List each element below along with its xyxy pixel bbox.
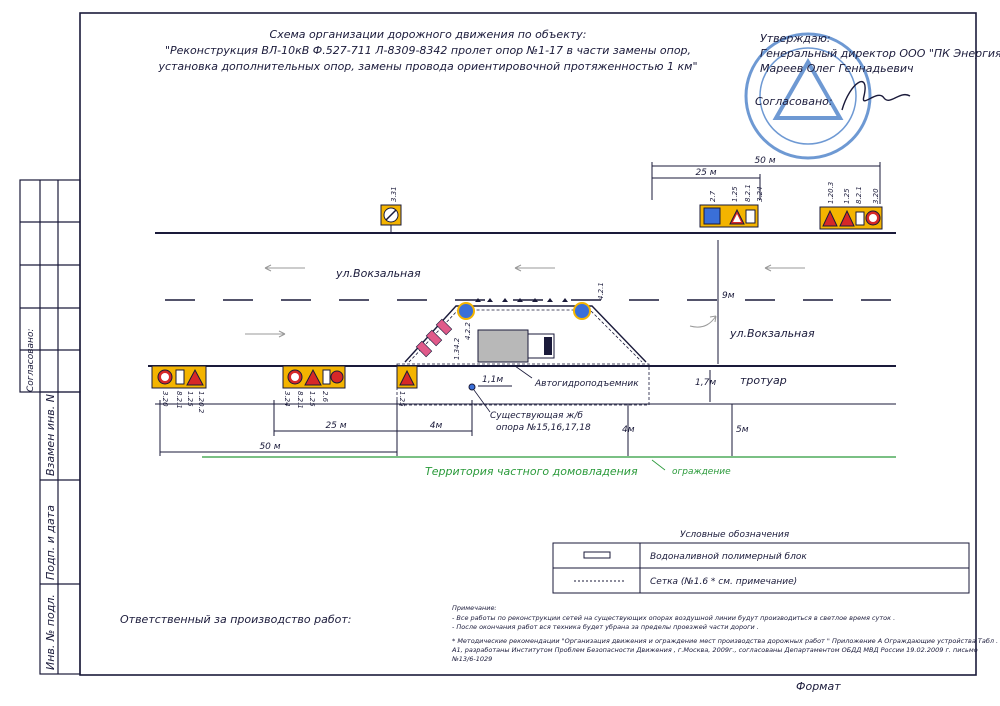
- notes-line1: - Все работы по реконструкции сетей на с…: [452, 614, 895, 622]
- header-line3: установка дополнительных опор, замены пр…: [157, 60, 697, 73]
- label-2-6: 2.6: [321, 391, 329, 403]
- label-4-2-2: 4.2.2: [464, 322, 472, 340]
- direction-arrows: [245, 264, 805, 338]
- label-1-34-2: 1.34.2: [453, 337, 461, 360]
- dim-50-top: 50 м: [754, 156, 775, 166]
- fence-label: ограждение: [672, 467, 731, 477]
- sign-group-bottom-1: [151, 365, 207, 389]
- legend-item-1: Водоналивной полимерный блок: [650, 552, 807, 562]
- dim-25-bottom: 25 м: [325, 421, 346, 431]
- label-3-31: 3.31: [390, 186, 398, 202]
- dim-50-bottom: 50 м: [259, 442, 280, 452]
- approved-label: Утверждаю:: [760, 32, 831, 45]
- water-barriers: [415, 318, 453, 358]
- responsible-label: Ответственный за производство работ:: [120, 613, 351, 626]
- label-8-2-1-bot2: 8.2.1: [296, 391, 304, 409]
- dim-4-right: 4м: [622, 425, 635, 435]
- side-stamp: [19, 179, 81, 675]
- dim-lines-top: [651, 162, 881, 364]
- dim-1-1: 1,1м: [482, 375, 503, 385]
- label-2-7: 2.7: [709, 190, 717, 202]
- legend-title: Условные обозначения: [680, 530, 790, 540]
- label-8-2-1-top1: 8.2.1: [744, 184, 752, 202]
- truck-label: Автогидроподъемник: [534, 379, 639, 389]
- label-1-25-top1: 1.25: [731, 186, 739, 202]
- dim-9: 9м: [722, 291, 735, 301]
- legend-table: [552, 542, 970, 594]
- dim-lines-bottom: [159, 370, 733, 456]
- notes-line4: А1, разработаны Институтом Проблем Безоп…: [451, 646, 978, 654]
- truck-body: [477, 329, 529, 363]
- label-1-20-3: 1.20.3: [827, 182, 835, 204]
- side-cell-replace: Взамен инв. N: [44, 394, 57, 476]
- notes-line3: * Методические рекомендации "Организация…: [452, 637, 998, 645]
- notes-title: Примечание:: [452, 604, 497, 612]
- label-1-25-single: 1.25: [398, 391, 406, 407]
- sign-bottom-single: [396, 365, 418, 389]
- label-1-25-bot1: 1.25: [186, 391, 194, 407]
- approval-position: Генеральный директор ООО "ПК Энергия": [760, 47, 1000, 60]
- sign-group-bottom-2: [282, 365, 346, 389]
- street-name-side: ул.Вокзальная: [729, 327, 815, 340]
- approval-person: Мареев Олег Геннадьевич: [760, 62, 914, 75]
- label-1-25-top2: 1.25: [843, 188, 851, 204]
- street-name-top: ул.Вокзальная: [335, 267, 421, 280]
- format-label: Формат: [796, 680, 841, 693]
- support-pole: [468, 383, 476, 391]
- support-label-1: Существующая ж/б: [490, 411, 583, 421]
- approval-stamp: [744, 32, 911, 160]
- support-label-2: опора №15,16,17,18: [496, 423, 591, 433]
- label-3-24-bot2: 3.24: [283, 391, 291, 407]
- label-1-20-2: 1.20.2: [197, 391, 205, 414]
- private-zone-label: Территория частного домовладения: [425, 465, 638, 478]
- dim-25-top: 25 м: [695, 168, 716, 178]
- dim-1-7: 1,7м: [695, 378, 716, 388]
- notes-line2: - После окончания работ вся техника буде…: [452, 623, 759, 631]
- work-zone: [396, 298, 650, 413]
- label-3-20-top2: 3.20: [872, 188, 880, 204]
- notes-line5: №13/6-1029: [451, 655, 492, 663]
- label-8-2-1-top2: 8.2.1: [855, 186, 863, 204]
- sign-group-top-1: [699, 204, 759, 228]
- header-line2: "Реконструкция ВЛ-10кВ Ф.527-711 Л-8309-…: [165, 44, 691, 57]
- label-3-20-bot1: 3.20: [161, 391, 169, 407]
- side-agreed-label: Согласовано:: [26, 329, 36, 392]
- label-8-2-1-bot1: 8.2.1: [175, 391, 183, 409]
- approval-agreed: Согласовано:: [755, 95, 833, 108]
- side-cell-sign-date: Подп. и дата: [44, 505, 57, 580]
- legend-item-2: Сетка (№1.6 * см. примечание): [650, 577, 797, 587]
- label-1-25-bot2: 1.25: [308, 391, 316, 407]
- legend-block-symbol: [583, 551, 611, 559]
- dim-4-bottom: 4м: [430, 421, 443, 431]
- header-line1: Схема организации дорожного движения по …: [270, 28, 587, 41]
- side-cell-inventory: Инв. № подл.: [44, 594, 57, 670]
- sign-3-31-top: [380, 204, 402, 233]
- sign-group-top-2: [819, 206, 883, 230]
- sidewalk-label: тротуар: [740, 374, 787, 387]
- label-4-2-1: 4.2.1: [597, 282, 605, 300]
- dim-5: 5м: [736, 425, 749, 435]
